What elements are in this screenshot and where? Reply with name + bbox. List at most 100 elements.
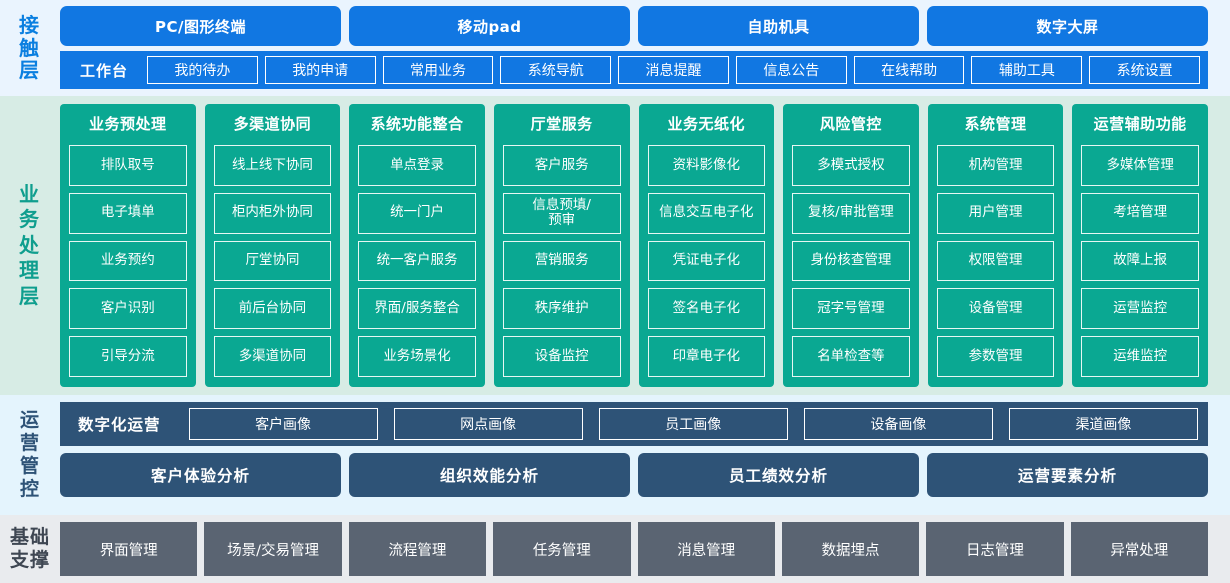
biz-item-info-prefill-prereview[interactable]: 信息预填/ 预审 xyxy=(502,192,621,234)
analysis-employee-performance[interactable]: 员工绩效分析 xyxy=(638,453,919,497)
foundation-item-scenario-transaction-management[interactable]: 场景/交易管理 xyxy=(204,522,342,576)
business-label-char-3: 处 xyxy=(19,232,41,257)
foundation-item-log-management[interactable]: 日志管理 xyxy=(926,522,1064,576)
biz-item-multichannel-collab[interactable]: 多渠道协同 xyxy=(213,336,332,377)
workbench-item-my-application[interactable]: 我的申请 xyxy=(264,56,376,84)
business-layer: 业 务 处 理 层 业务预处理 排队取号 电子填单 业务预约 客户识别 引导分流… xyxy=(0,96,1230,395)
biz-item-training-management[interactable]: 考培管理 xyxy=(1081,192,1199,234)
biz-item-serial-number-management[interactable]: 冠字号管理 xyxy=(792,288,910,330)
biz-item-electronic-form[interactable]: 电子填单 xyxy=(69,192,187,234)
foundation-label-line-1: 基础 xyxy=(9,526,50,549)
business-label-char-5: 层 xyxy=(19,283,41,308)
foundation-layer: 基础 支撑 界面管理 场景/交易管理 流程管理 任务管理 消息管理 数据埋点 日… xyxy=(0,515,1230,583)
biz-item-lobby-collab[interactable]: 厅堂协同 xyxy=(213,240,332,282)
workbench-title: 工作台 xyxy=(80,61,129,80)
biz-item-seal-electronic[interactable]: 印章电子化 xyxy=(647,336,766,377)
biz-item-ui-service-integration[interactable]: 界面/服务整合 xyxy=(358,288,476,330)
biz-item-customer-identification[interactable]: 客户识别 xyxy=(69,288,187,330)
workbench-item-common-business[interactable]: 常用业务 xyxy=(382,56,494,84)
business-column-title: 运营辅助功能 xyxy=(1093,115,1187,133)
biz-item-counter-inside-outside-collab[interactable]: 柜内柜外协同 xyxy=(213,192,332,234)
biz-item-marketing-service[interactable]: 营销服务 xyxy=(502,240,621,282)
business-column-multichannel: 多渠道协同 线上线下协同 柜内柜外协同 厅堂协同 前后台协同 多渠道协同 xyxy=(204,104,341,387)
workbench-item-message-reminder[interactable]: 消息提醒 xyxy=(618,56,729,84)
operations-label-char-1: 运 xyxy=(19,409,40,432)
biz-item-business-appointment[interactable]: 业务预约 xyxy=(69,240,187,282)
biz-item-fault-reporting[interactable]: 故障上报 xyxy=(1081,240,1199,282)
workbench-item-my-todo[interactable]: 我的待办 xyxy=(147,56,258,84)
operations-label-char-4: 控 xyxy=(19,477,40,500)
business-column-risk-control: 风险管控 多模式授权 复核/审批管理 身份核查管理 冠字号管理 名单检查等 xyxy=(783,104,919,387)
workbench-item-system-navigation[interactable]: 系统导航 xyxy=(500,56,612,84)
biz-item-operation-monitoring[interactable]: 运营监控 xyxy=(1081,288,1199,330)
foundation-item-exception-handling[interactable]: 异常处理 xyxy=(1070,522,1208,576)
biz-item-device-monitoring[interactable]: 设备监控 xyxy=(502,336,621,377)
portrait-customer[interactable]: 客户画像 xyxy=(188,408,378,440)
biz-item-equipment-management[interactable]: 设备管理 xyxy=(936,288,1055,330)
business-column-system-integration: 系统功能整合 单点登录 统一门户 统一客户服务 界面/服务整合 业务场景化 xyxy=(349,104,485,387)
biz-item-organization-management[interactable]: 机构管理 xyxy=(936,145,1055,186)
business-label-char-4: 理 xyxy=(19,258,41,283)
biz-item-guidance-diversion[interactable]: 引导分流 xyxy=(69,336,187,377)
business-label-char-2: 务 xyxy=(19,207,41,232)
biz-item-front-back-office-collab[interactable]: 前后台协同 xyxy=(213,288,332,330)
biz-item-unified-customer-service[interactable]: 统一客户服务 xyxy=(358,240,476,282)
biz-item-order-maintenance[interactable]: 秩序维护 xyxy=(502,288,621,330)
workbench-item-auxiliary-tools[interactable]: 辅助工具 xyxy=(971,56,1083,84)
biz-item-signature-electronic[interactable]: 签名电子化 xyxy=(647,288,766,330)
business-column-operation-support: 运营辅助功能 多媒体管理 考培管理 故障上报 运营监控 运维监控 xyxy=(1072,104,1208,387)
foundation-item-task-management[interactable]: 任务管理 xyxy=(493,522,631,576)
biz-item-single-sign-on[interactable]: 单点登录 xyxy=(358,145,476,186)
biz-item-parameter-management[interactable]: 参数管理 xyxy=(936,336,1055,377)
foundation-item-data-tracking[interactable]: 数据埋点 xyxy=(781,522,920,576)
business-column-title: 风险管控 xyxy=(819,115,882,133)
biz-item-identity-verification-management[interactable]: 身份核查管理 xyxy=(792,240,910,282)
biz-item-customer-service[interactable]: 客户服务 xyxy=(502,145,621,186)
channel-digital-screen[interactable]: 数字大屏 xyxy=(927,6,1208,46)
biz-item-queue-ticket[interactable]: 排队取号 xyxy=(69,145,187,186)
business-column-title: 厅堂服务 xyxy=(530,115,593,133)
contact-label-char-3: 层 xyxy=(19,58,41,83)
foundation-layer-label: 基础 支撑 xyxy=(0,522,60,576)
digital-operations-title: 数字化运营 xyxy=(78,416,161,434)
biz-item-document-imaging[interactable]: 资料影像化 xyxy=(647,145,766,186)
portrait-branch[interactable]: 网点画像 xyxy=(393,408,583,440)
foundation-item-message-management[interactable]: 消息管理 xyxy=(637,522,775,576)
workbench-item-online-help[interactable]: 在线帮助 xyxy=(853,56,965,84)
business-column-title: 系统管理 xyxy=(964,115,1027,133)
portrait-employee[interactable]: 员工画像 xyxy=(598,408,788,440)
operations-label-char-3: 管 xyxy=(19,455,40,477)
biz-item-voucher-electronic[interactable]: 凭证电子化 xyxy=(647,240,766,282)
biz-item-review-approval-management[interactable]: 复核/审批管理 xyxy=(792,192,910,234)
workbench-item-system-settings[interactable]: 系统设置 xyxy=(1089,56,1201,84)
biz-item-online-offline-collab[interactable]: 线上线下协同 xyxy=(213,145,332,186)
biz-item-multimedia-management[interactable]: 多媒体管理 xyxy=(1081,145,1199,186)
business-label-char-1: 业 xyxy=(19,181,41,206)
analysis-customer-experience[interactable]: 客户体验分析 xyxy=(60,453,341,497)
channel-mobile-pad[interactable]: 移动pad xyxy=(349,6,630,46)
biz-item-user-management[interactable]: 用户管理 xyxy=(936,192,1055,234)
channel-row: PC/图形终端 移动pad 自助机具 数字大屏 xyxy=(60,6,1208,46)
business-column-lobby-service: 厅堂服务 客户服务 信息预填/ 预审 营销服务 秩序维护 设备监控 xyxy=(493,104,630,387)
biz-item-unified-portal[interactable]: 统一门户 xyxy=(358,192,476,234)
biz-item-permission-management[interactable]: 权限管理 xyxy=(936,240,1055,282)
portrait-channel[interactable]: 渠道画像 xyxy=(1008,408,1198,440)
workbench-item-information-bulletin[interactable]: 信息公告 xyxy=(735,56,847,84)
biz-item-list-check[interactable]: 名单检查等 xyxy=(792,336,910,377)
biz-item-info-exchange-electronic[interactable]: 信息交互电子化 xyxy=(647,192,766,234)
analysis-organizational-efficiency[interactable]: 组织效能分析 xyxy=(349,453,630,497)
foundation-item-process-management[interactable]: 流程管理 xyxy=(348,522,487,576)
operations-layer-label: 运 营 管 控 xyxy=(0,402,60,508)
analysis-operational-factors[interactable]: 运营要素分析 xyxy=(927,453,1208,497)
biz-item-business-scenario[interactable]: 业务场景化 xyxy=(358,336,476,377)
portrait-device[interactable]: 设备画像 xyxy=(803,408,993,440)
digital-operations-bar: 数字化运营 客户画像 网点画像 员工画像 设备画像 渠道画像 xyxy=(60,402,1208,446)
biz-item-multimode-authorization[interactable]: 多模式授权 xyxy=(792,145,910,186)
business-column-system-management: 系统管理 机构管理 用户管理 权限管理 设备管理 参数管理 xyxy=(927,104,1064,387)
contact-label-char-2: 触 xyxy=(19,35,41,60)
biz-item-maintenance-monitoring[interactable]: 运维监控 xyxy=(1081,336,1199,377)
business-layer-body: 业务预处理 排队取号 电子填单 业务预约 客户识别 引导分流 多渠道协同 线上线… xyxy=(60,104,1230,387)
foundation-item-ui-management[interactable]: 界面管理 xyxy=(60,522,198,576)
channel-self-service-machine[interactable]: 自助机具 xyxy=(638,6,919,46)
channel-pc-terminal[interactable]: PC/图形终端 xyxy=(60,6,341,46)
